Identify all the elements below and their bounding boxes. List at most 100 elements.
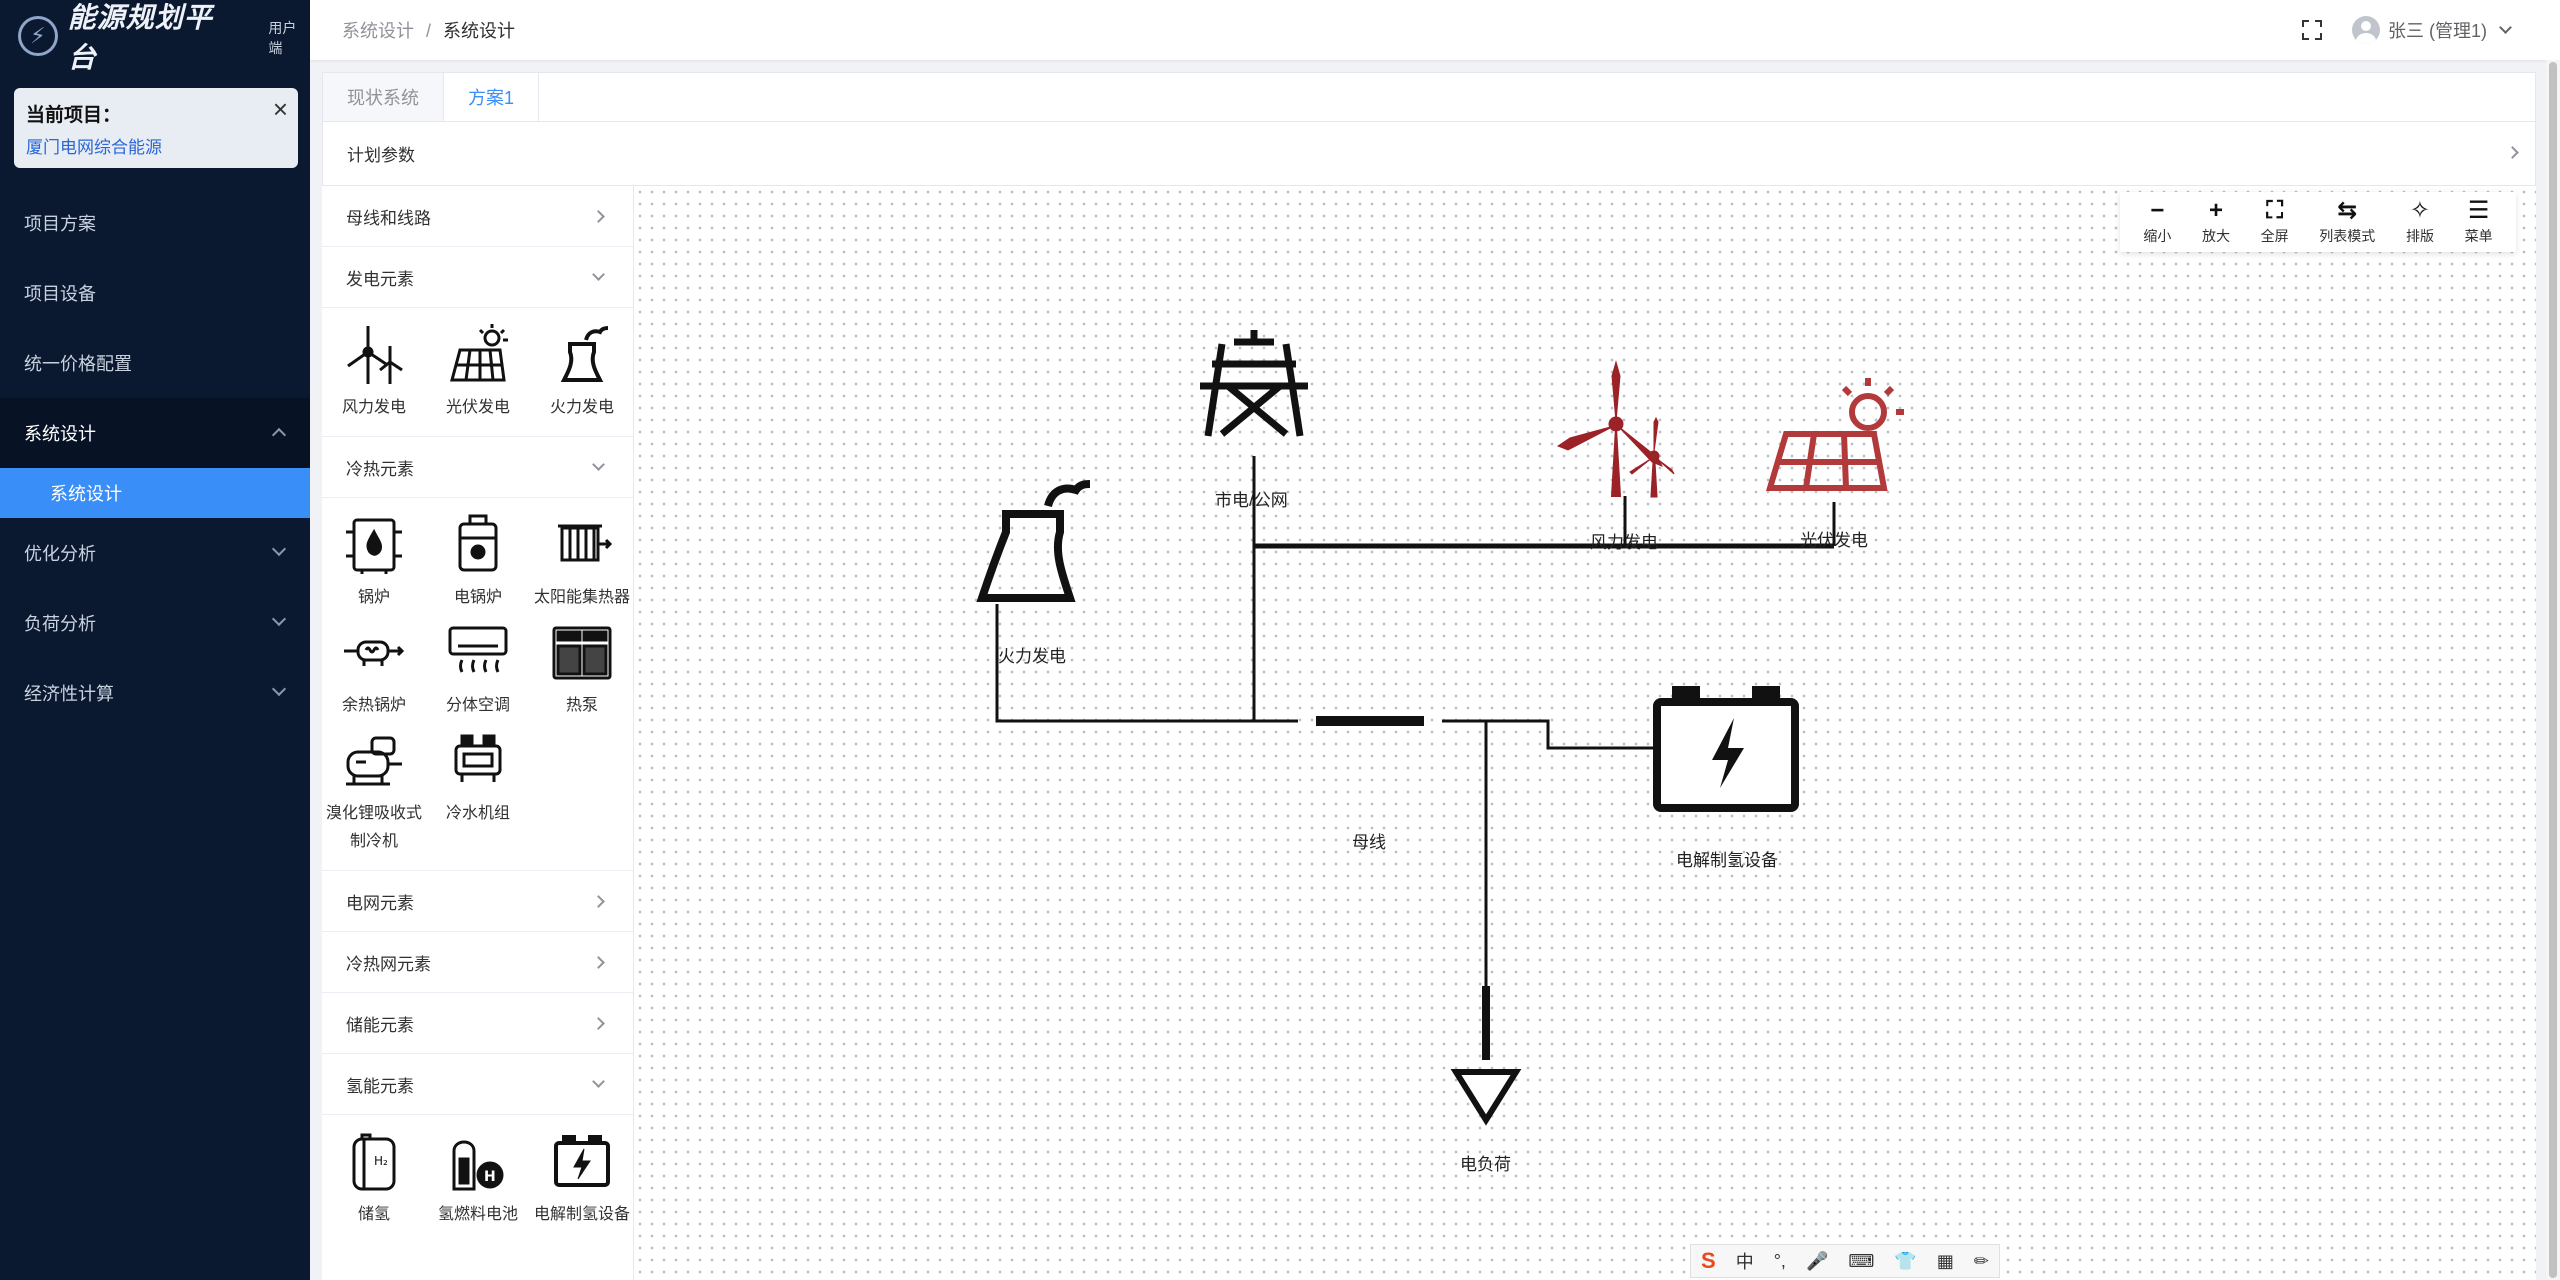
boiler-icon — [346, 518, 402, 574]
fullscreen-icon: ⛶ — [2266, 197, 2284, 224]
section-hydrogen[interactable]: 氢能元素 — [322, 1054, 633, 1115]
tab-current-system[interactable]: 现状系统 — [323, 73, 444, 121]
chevron-right-icon — [592, 894, 605, 908]
grid-icon[interactable]: ▦ — [1936, 1250, 1954, 1271]
toolbar-label: 全屏 — [2260, 228, 2289, 244]
section-title: 冷热网元素 — [346, 954, 431, 974]
list-mode-button[interactable]: ⇆ 列表模式 — [2319, 198, 2375, 246]
chevron-up-icon — [271, 427, 287, 443]
sidebar-item-project-plan[interactable]: 项目方案 — [0, 188, 310, 258]
sidebar-item-optimization[interactable]: 优化分析 — [0, 518, 310, 588]
section-storage[interactable]: 储能元素 — [322, 993, 633, 1054]
electric-load-icon[interactable] — [1450, 986, 1522, 1126]
section-heat-network[interactable]: 冷热网元素 — [322, 932, 633, 993]
section-bus-lines[interactable]: 母线和线路 — [322, 186, 633, 247]
ime-logo-icon[interactable]: S — [1701, 1248, 1716, 1273]
ime-lang[interactable]: 中 — [1735, 1252, 1754, 1272]
current-project-name[interactable]: 厦门电网综合能源 — [26, 138, 162, 157]
element-thermal[interactable]: 火力发电 — [530, 316, 634, 424]
chevron-right-icon — [2506, 146, 2519, 159]
microphone-icon[interactable]: 🎤 — [1805, 1250, 1829, 1271]
plan-params-bar[interactable]: 计划参数 — [322, 122, 2536, 186]
element-waste-heat-boiler[interactable]: 余热锅炉 — [322, 614, 426, 722]
sidebar-item-economics[interactable]: 经济性计算 — [0, 658, 310, 728]
element-solar-collector[interactable]: 太阳能集热器 — [530, 506, 634, 614]
node-label-electrolyzer: 电解制氢设备 — [1676, 851, 1778, 870]
logo: ⚡ 能源规划平台 用户端 — [0, 0, 310, 73]
chevron-down-icon — [271, 541, 287, 557]
sidebar-menu: 项目方案 项目设备 统一价格配置 系统设计 系统设计 优化分析 负荷分析 经济性… — [0, 188, 310, 728]
section-heat-cold[interactable]: 冷热元素 — [322, 437, 633, 498]
zoom-out-button[interactable]: −缩小 — [2143, 198, 2171, 246]
battery-bolt-icon[interactable] — [1653, 686, 1799, 812]
section-generation[interactable]: 发电元素 — [322, 247, 633, 308]
element-label: 风力发电 — [341, 399, 406, 416]
solar-collector-icon — [558, 524, 613, 562]
element-heat-pump[interactable]: 热泵 — [530, 614, 634, 722]
element-label: 锅炉 — [357, 589, 390, 606]
design-canvas[interactable]: −缩小 +放大 ⛶ 全屏 ⇆ 列表模式 ✧排版 ☰菜单 — [634, 186, 2536, 1280]
element-h2-storage[interactable]: H₂ 储氢 — [322, 1123, 426, 1231]
page-scrollbar[interactable] — [2546, 60, 2560, 1280]
skin-icon[interactable]: 👕 — [1894, 1250, 1917, 1271]
element-wind[interactable]: 风力发电 — [322, 316, 426, 424]
section-grid[interactable]: 电网元素 — [322, 871, 633, 932]
svg-text:H₂: H₂ — [374, 1154, 388, 1168]
logo-icon: ⚡ — [18, 16, 58, 56]
chevron-right-icon — [592, 1016, 605, 1030]
element-electrolyzer[interactable]: 电解制氢设备 — [530, 1123, 634, 1231]
bus-bar[interactable] — [1316, 716, 1424, 726]
sidebar-subitem-system-design[interactable]: 系统设计 — [0, 468, 310, 518]
layout-button[interactable]: ✧排版 — [2406, 198, 2434, 246]
ime-toolbar: S 中 °, 🎤 ⌨ 👕 ▦ ✏ — [1690, 1244, 2000, 1278]
scrollbar-thumb[interactable] — [2549, 62, 2557, 1278]
chevron-down-icon — [271, 681, 287, 697]
sidebar-item-project-equipment[interactable]: 项目设备 — [0, 258, 310, 328]
element-boiler[interactable]: 锅炉 — [322, 506, 426, 614]
hydrogen-tank-icon: H₂ — [352, 1133, 396, 1191]
section-title: 电网元素 — [346, 893, 414, 913]
close-icon[interactable]: × — [272, 94, 288, 124]
breadcrumb-item[interactable]: 系统设计 — [342, 21, 414, 41]
sidebar-item-system-design[interactable]: 系统设计 — [0, 398, 310, 468]
keyboard-icon[interactable]: ⌨ — [1848, 1250, 1875, 1271]
sidebar-item-load-analysis[interactable]: 负荷分析 — [0, 588, 310, 658]
app-title: 能源规划平台 — [67, 2, 213, 73]
toolbar-label: 缩小 — [2143, 228, 2172, 244]
toolbar-label: 列表模式 — [2319, 228, 2376, 244]
solar-panel-icon[interactable] — [1765, 378, 1904, 491]
breadcrumb-current: 系统设计 — [443, 21, 516, 41]
menu-button[interactable]: ☰菜单 — [2465, 198, 2493, 246]
element-label: 溴化锂吸收式制冷机 — [325, 805, 422, 850]
element-libr-chiller[interactable]: 溴化锂吸收式制冷机 — [322, 722, 426, 858]
toolbar-label: 放大 — [2201, 228, 2230, 244]
switch-icon: ⇆ — [2337, 197, 2358, 224]
sidebar-item-label: 项目设备 — [24, 284, 96, 304]
node-label-wind: 风力发电 — [1590, 533, 1658, 552]
user-name[interactable]: 张三 (管理1) — [2388, 21, 2487, 41]
fullscreen-icon[interactable] — [2302, 20, 2322, 40]
zoom-in-button[interactable]: +放大 — [2202, 198, 2230, 246]
element-pv[interactable]: 光伏发电 — [426, 316, 530, 424]
avatar[interactable] — [2352, 16, 2380, 44]
wind-turbine-icon[interactable] — [1556, 360, 1675, 498]
power-tower-icon[interactable] — [1200, 330, 1308, 437]
section-title: 发电元素 — [346, 269, 414, 289]
element-chiller[interactable]: 冷水机组 — [426, 722, 530, 830]
tab-scheme-1[interactable]: 方案1 — [444, 73, 540, 121]
sidebar-item-price-config[interactable]: 统一价格配置 — [0, 328, 310, 398]
pen-icon[interactable]: ✏ — [1973, 1250, 1989, 1271]
diagram-svg — [976, 330, 1904, 1126]
hydrogen-grid: H₂ 储氢 H 氢燃料电池 电解制氢设备 — [322, 1115, 633, 1243]
element-split-ac[interactable]: 分体空调 — [426, 614, 530, 722]
cooling-tower-icon[interactable] — [976, 480, 1091, 602]
chevron-down-icon — [592, 457, 605, 471]
chiller-icon — [454, 734, 502, 782]
ime-punct[interactable]: °, — [1773, 1250, 1786, 1271]
sidebar: ⚡ 能源规划平台 用户端 当前项目： 厦门电网综合能源 × 项目方案 项目设备 … — [0, 0, 310, 1280]
element-h2-fuel-cell[interactable]: H 氢燃料电池 — [426, 1123, 530, 1231]
element-electric-boiler[interactable]: 电锅炉 — [426, 506, 530, 614]
element-label: 火力发电 — [549, 399, 614, 416]
fullscreen-button[interactable]: ⛶ 全屏 — [2261, 198, 2289, 246]
chevron-down-icon[interactable] — [2499, 20, 2512, 34]
